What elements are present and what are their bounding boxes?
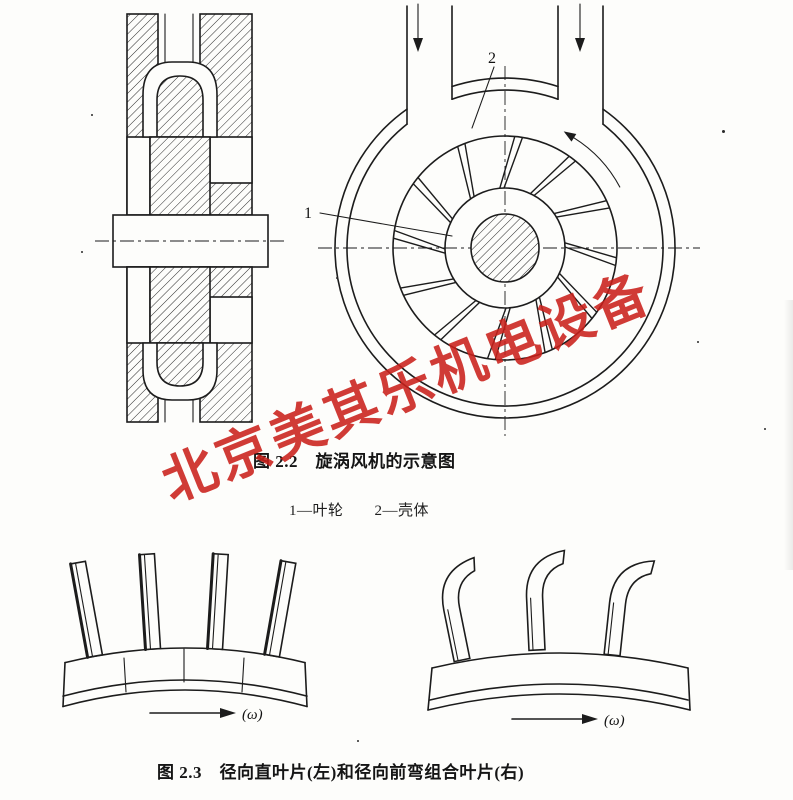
- inlet-flow-arrow-left: [413, 3, 423, 52]
- callout-impeller-number: 1: [304, 205, 312, 222]
- speed-label-right: (ω): [604, 713, 625, 729]
- speed-label-left: (ω): [242, 707, 263, 723]
- callout-casing: 2: [471, 50, 496, 129]
- direction-arrow-right: [511, 714, 598, 724]
- figure-2-2-cross-section: [95, 13, 285, 423]
- figure-2-3-forward-curved-blades: (ω): [427, 549, 691, 729]
- scan-speck: [357, 740, 359, 742]
- callout-casing-number: 2: [488, 50, 496, 67]
- figure-2-2-caption: 图 2.2 旋涡风机的示意图: [253, 452, 456, 471]
- inlet-flow-arrow-right: [575, 3, 585, 52]
- scan-speck: [336, 277, 338, 279]
- rotation-arrow: [563, 131, 621, 188]
- figure-2-3-straight-blades: (ω): [62, 552, 308, 723]
- figure-2-2-impeller-diagram: 1 2: [304, 3, 700, 436]
- scan-speck: [91, 114, 93, 116]
- scan-speck: [81, 251, 83, 253]
- direction-arrow-left: [149, 708, 236, 718]
- scan-speck: [764, 428, 766, 430]
- figure-2-3-caption: 图 2.3 径向直叶片(左)和径向前弯组合叶片(右): [157, 763, 525, 782]
- hub-section: [470, 213, 540, 283]
- impeller-blades: [393, 136, 617, 360]
- scan-speck: [722, 130, 725, 133]
- figure-2-2-legend: 1—叶轮 2—壳体: [289, 503, 430, 519]
- scan-speck: [697, 341, 699, 343]
- scanner-edge-shadow: [784, 300, 793, 570]
- callout-impeller: 1: [304, 205, 453, 237]
